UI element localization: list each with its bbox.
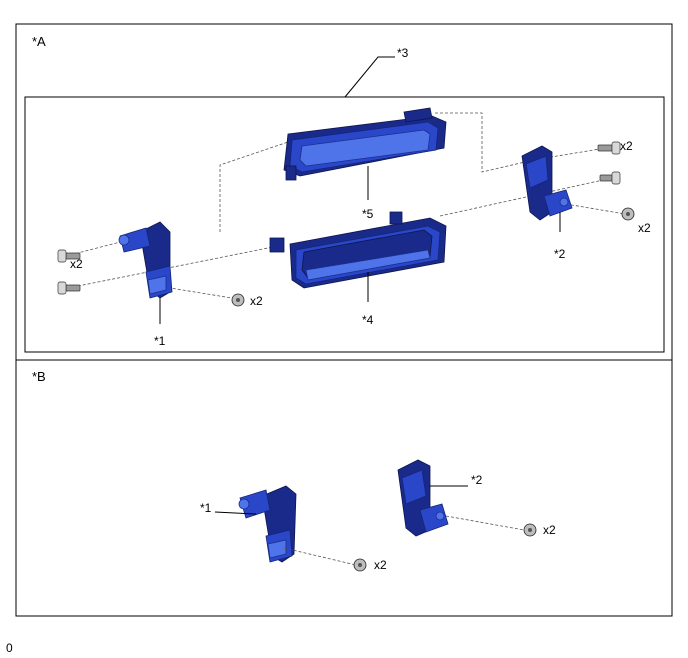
callout-5-label: *5 — [362, 207, 374, 221]
nut-right-b — [523, 523, 537, 537]
screw-right-mid — [599, 171, 621, 185]
screw-left-top — [57, 249, 81, 263]
qty-b-right-nut: x2 — [543, 523, 556, 537]
bracket-left-part-1-a — [118, 221, 173, 299]
panel-b-frame — [15, 359, 673, 617]
callout-2-b-label: *2 — [471, 473, 483, 487]
panel-b-label: *B — [32, 369, 46, 384]
b-line-left-nut — [283, 547, 357, 566]
screw-left-bottom — [57, 281, 81, 295]
assembly-3-box — [24, 96, 665, 353]
b-line-right-nut — [445, 515, 525, 531]
callout-2-a-label: *2 — [554, 247, 566, 261]
callout-4-label: *4 — [362, 313, 374, 327]
callout-1-b-leader — [214, 511, 257, 515]
pocket-upper-part-5 — [283, 107, 447, 181]
assembly-line-right-screw — [544, 147, 607, 159]
bracket-left-part-1-b — [238, 485, 297, 563]
bracket-right-part-2-a — [521, 145, 573, 221]
assembly-line-upper-left — [219, 141, 289, 232]
callout-1-a-label: *1 — [154, 334, 166, 348]
footer-code: 0 — [6, 641, 13, 655]
bracket-right-part-2-b — [397, 459, 449, 537]
qty-b-left-nut: x2 — [374, 558, 387, 572]
assembly-line-upper-right — [435, 112, 526, 173]
qty-left-nut: x2 — [250, 294, 263, 308]
assembly-line-screw-left-bottom — [67, 245, 279, 289]
callout-1-b-label: *1 — [200, 501, 212, 515]
qty-left-screw-top: x2 — [70, 257, 83, 271]
qty-right-screw-top: x2 — [620, 139, 633, 153]
pocket-lower-part-4 — [269, 211, 447, 289]
nut-left-a — [231, 293, 245, 307]
assembly-line-mid — [439, 177, 613, 217]
screw-right-top — [597, 141, 621, 155]
panel-a-frame — [15, 23, 673, 361]
callout-3-leader — [344, 56, 395, 98]
callout-3-label: *3 — [397, 46, 409, 60]
assembly-line-left-nut — [157, 285, 239, 300]
nut-right-a — [621, 207, 635, 221]
nut-left-b — [353, 558, 367, 572]
panel-a-label: *A — [32, 34, 46, 49]
qty-right-nut: x2 — [638, 221, 651, 235]
assembly-line-right-nut — [565, 203, 626, 215]
